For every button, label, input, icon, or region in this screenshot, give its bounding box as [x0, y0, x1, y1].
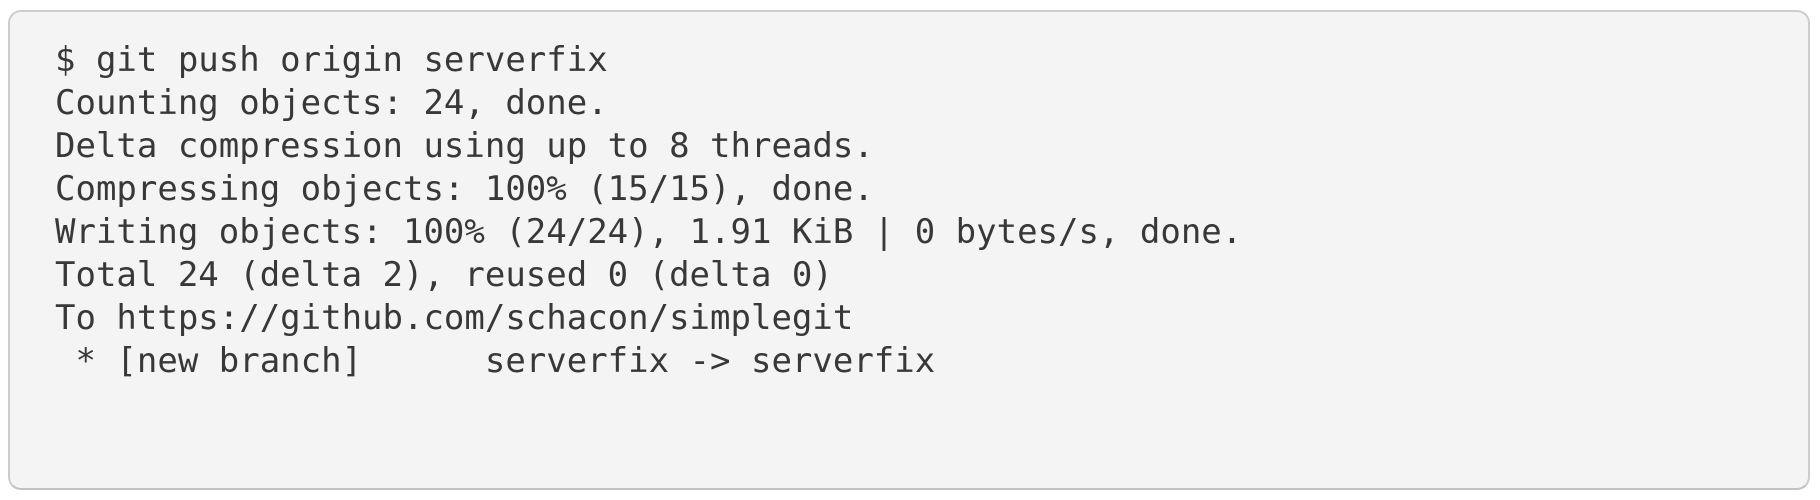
terminal-command-line: $ git push origin serverfix: [55, 40, 608, 80]
terminal-output-line: Delta compression using up to 8 threads.: [55, 126, 874, 166]
terminal-output-line: * [new branch] serverfix -> serverfix: [55, 341, 936, 381]
terminal-output-line: Total 24 (delta 2), reused 0 (delta 0): [55, 255, 833, 295]
terminal-output-line: Counting objects: 24, done.: [55, 83, 608, 123]
terminal-output-line: Writing objects: 100% (24/24), 1.91 KiB …: [55, 212, 1243, 252]
terminal-output-line: Compressing objects: 100% (15/15), done.: [55, 169, 874, 209]
terminal-output-line: To https://github.com/schacon/simplegit: [55, 298, 854, 338]
